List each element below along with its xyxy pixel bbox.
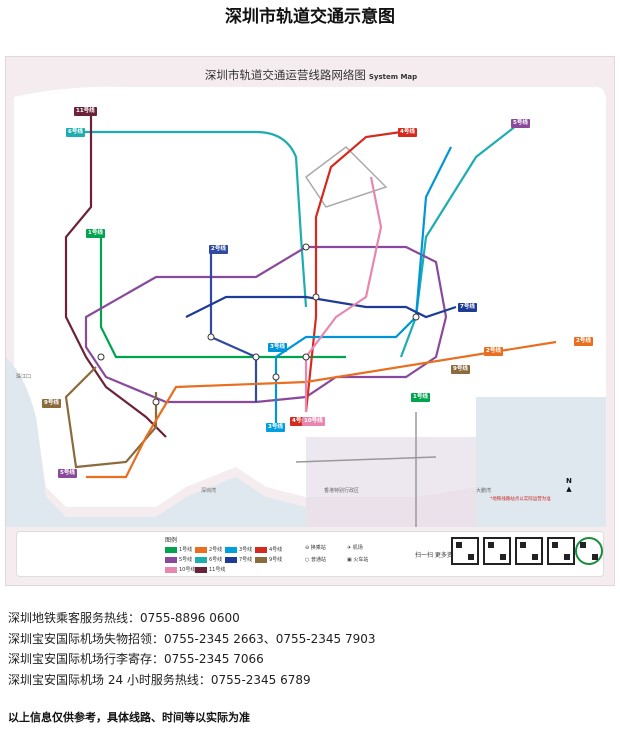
disclaimer: 以上信息仅供参考，具体线路、时间等以实际为准 — [8, 711, 250, 724]
legend-symbol: ✈ 机场 — [347, 545, 363, 551]
qr-code-icon[interactable] — [451, 537, 479, 565]
line-1 — [99, 237, 346, 359]
legend-swatch — [165, 556, 177, 563]
legend: 图例 1号线 2号线 3号线 4号线 5号线 6号线 7号线 9号线 10号线 … — [16, 531, 604, 577]
transfer-station-icon: ⊖ — [305, 545, 311, 551]
scan-hint: 扫一扫 更多资讯 — [415, 552, 459, 559]
info-line: 深圳宝安国际机场行李寄存：0755-2345 7066 — [8, 652, 264, 666]
legend-item: 10号线 — [165, 566, 195, 573]
qr-code-icon[interactable] — [483, 537, 511, 565]
area-label-pearl-river: 珠江口 — [16, 374, 32, 380]
legend-swatch — [225, 556, 237, 563]
compass-icon: ▲ — [566, 485, 572, 493]
line-2 — [209, 252, 258, 402]
legend-item: 5号线 — [165, 556, 192, 563]
metro-logo-icon — [575, 537, 603, 565]
legend-item: 7号线 — [225, 556, 252, 563]
line-badge[interactable]: 5号线 — [58, 469, 77, 478]
line-badge[interactable]: 4号线 — [398, 128, 417, 137]
line-badge[interactable]: 10号线 — [302, 417, 325, 426]
legend-item: 3号线 — [225, 546, 252, 553]
legend-symbol: ○ 普通站 — [305, 557, 326, 563]
legend-swatch — [225, 546, 237, 553]
airport-icon: ✈ — [347, 545, 353, 551]
line-10 — [304, 176, 383, 412]
line-3 — [274, 146, 452, 427]
page-title: 深圳市轨道交通示意图 — [225, 7, 395, 27]
legend-swatch — [195, 546, 207, 553]
qr-code-icon[interactable] — [547, 537, 575, 565]
legend-swatch — [255, 546, 267, 553]
line-badge[interactable]: 6号线 — [66, 128, 85, 137]
legend-item: 11号线 — [195, 566, 225, 573]
legend-swatch — [255, 556, 267, 563]
line-11 — [64, 107, 167, 438]
line-badge[interactable]: 5号线 — [511, 119, 530, 128]
line-badge[interactable]: 2号线 — [574, 337, 593, 346]
train-icon: ▣ — [347, 557, 354, 563]
line-badge[interactable]: 1号线 — [86, 229, 105, 238]
legend-item: 1号线 — [165, 546, 192, 553]
info-line: 深圳地铁乘客服务热线：0755-8896 0600 — [8, 611, 240, 625]
info-line: 深圳宝安国际机场 24 小时服务热线：0755-2345 6789 — [8, 672, 311, 687]
legend-swatch — [195, 566, 207, 573]
map-heading-en: System Map — [368, 73, 418, 81]
station-icon: ○ — [305, 557, 311, 563]
line-badge[interactable]: 2号线 — [209, 245, 228, 254]
legend-swatch — [165, 546, 177, 553]
north-arrow: N ▲ — [566, 477, 572, 493]
qr-code-icon[interactable] — [515, 537, 543, 565]
map-notice: *地铁线路站点以实际运营为准 — [490, 497, 551, 502]
line-badge[interactable]: 9号线 — [451, 365, 470, 374]
area-label-hk: 香港特别行政区 — [324, 488, 360, 494]
area-label-dapeng-bay: 大鹏湾 — [476, 488, 492, 494]
line-5 — [84, 245, 448, 404]
line-badge[interactable]: 3号线 — [266, 423, 285, 432]
line-badge[interactable]: 11号线 — [74, 107, 97, 116]
line-7 — [185, 295, 457, 319]
bay-area — [476, 397, 606, 527]
hk-area — [306, 437, 476, 527]
map-heading-zh: 深圳市轨道交通运营线路网络图 — [204, 68, 366, 82]
line-badge[interactable]: 1号线 — [411, 393, 430, 402]
legend-symbol: ▣ 火车站 — [347, 557, 369, 563]
legend-symbol: ⊖ 换乘站 — [305, 545, 326, 551]
legend-swatch — [165, 566, 177, 573]
service-info: 深圳地铁乘客服务热线：0755-8896 0600 深圳宝安国际机场失物招领：0… — [8, 608, 376, 690]
legend-swatch — [195, 556, 207, 563]
line-2-shekou — [86, 340, 557, 479]
legend-item: 2号线 — [195, 546, 222, 553]
line-6 — [76, 130, 308, 308]
map-canvas — [6, 86, 606, 527]
north-label: N — [566, 477, 572, 485]
legend-title: 图例 — [165, 537, 178, 544]
legend-item: 6号线 — [195, 556, 222, 563]
sea-area — [6, 357, 306, 527]
line-badge[interactable]: 4号线 — [290, 417, 309, 426]
line-badge[interactable]: 9号线 — [42, 399, 61, 408]
info-line: 深圳宝安国际机场失物招领：0755-2345 2663、0755-2345 79… — [8, 631, 376, 646]
line-4 — [304, 130, 402, 413]
line-badge[interactable]: 2号线 — [484, 347, 503, 356]
line-badge[interactable]: 7号线 — [458, 303, 477, 312]
line-badge[interactable]: 3号线 — [268, 343, 287, 352]
area-label-shenzhen-bay: 深圳湾 — [201, 488, 217, 494]
legend-item: 4号线 — [255, 546, 282, 553]
legend-item: 9号线 — [255, 556, 282, 563]
